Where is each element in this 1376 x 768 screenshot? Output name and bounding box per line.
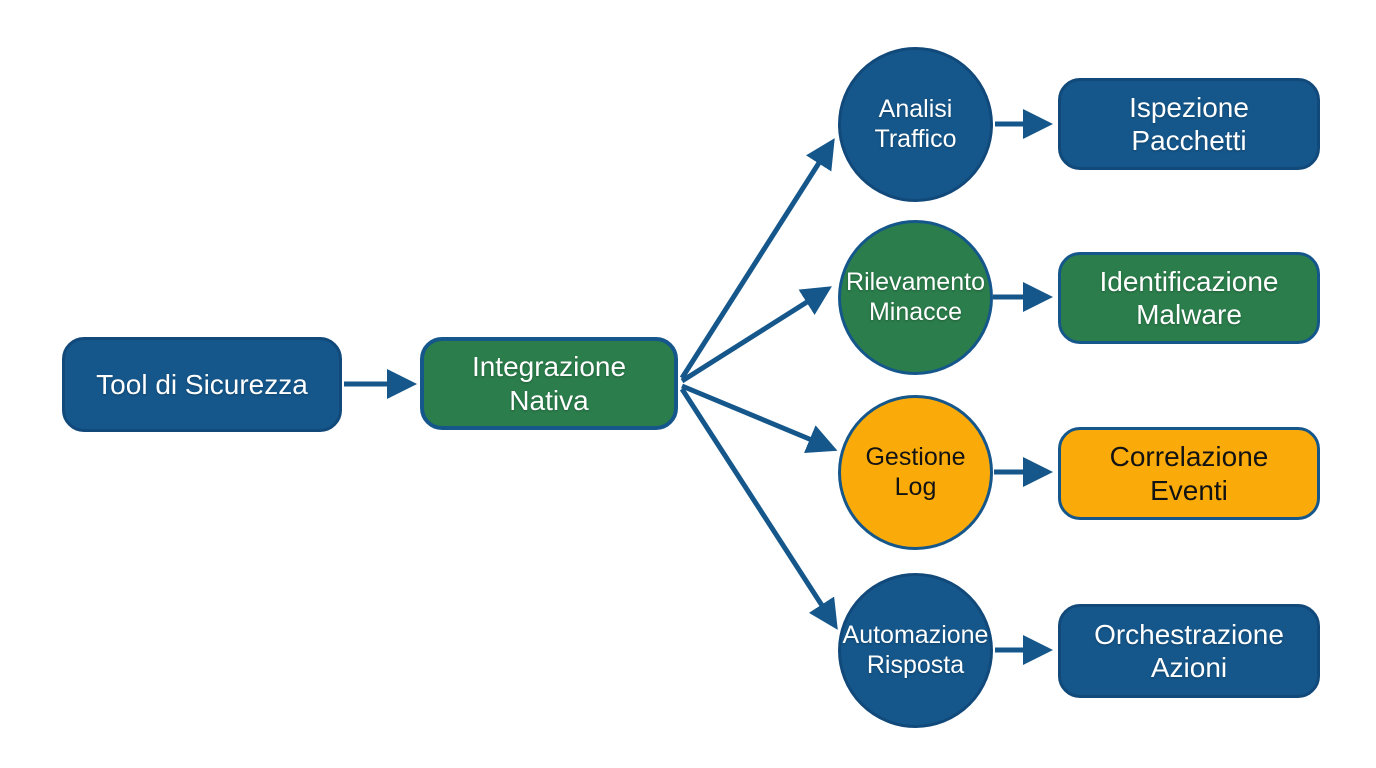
arrow-hub-to-automazione-risposta <box>679 387 838 630</box>
node-label: Identificazione Malware <box>1099 265 1279 330</box>
node-automazione-risposta: Automazione Risposta <box>838 573 993 728</box>
node-ispezione-pacchetti: Ispezione Pacchetti <box>1058 78 1320 170</box>
node-label: Analisi Traffico <box>874 95 957 153</box>
node-label: Tool di Sicurezza <box>96 368 308 400</box>
node-tool-di-sicurezza: Tool di Sicurezza <box>62 337 342 432</box>
arrow-hub-to-gestione-log <box>681 383 838 454</box>
node-gestione-log: Gestione Log <box>838 395 993 550</box>
node-label: Ispezione Pacchetti <box>1129 91 1249 156</box>
node-integrazione-nativa: Integrazione Nativa <box>420 337 678 430</box>
node-label: Integrazione Nativa <box>471 351 627 416</box>
arrow-hub-to-analisi-traffico <box>679 138 835 380</box>
node-label: Orchestrazione Azioni <box>1094 618 1284 683</box>
arrow-hub-to-rilevamento-minacce <box>680 286 832 384</box>
node-analisi-traffico: Analisi Traffico <box>838 47 993 202</box>
node-label: Rilevamento Minacce <box>846 268 985 326</box>
node-correlazione-eventi: Correlazione Eventi <box>1058 427 1320 520</box>
node-label: Gestione Log <box>865 443 966 501</box>
node-orchestrazione-azioni: Orchestrazione Azioni <box>1058 604 1320 698</box>
node-identificazione-malware: Identificazione Malware <box>1058 252 1320 344</box>
node-label: Correlazione Eventi <box>1109 441 1269 506</box>
node-rilevamento-minacce: Rilevamento Minacce <box>838 220 993 375</box>
node-label: Automazione Risposta <box>842 621 989 679</box>
